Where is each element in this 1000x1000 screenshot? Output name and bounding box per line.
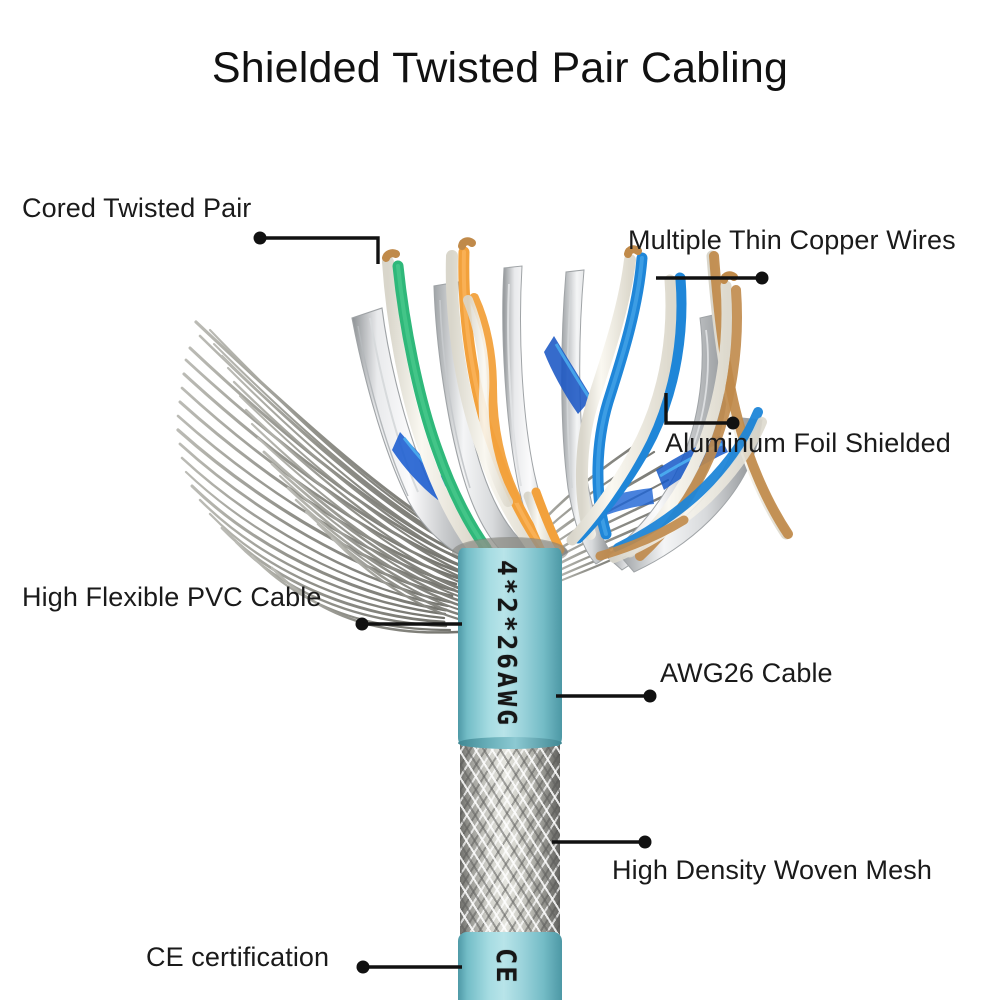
jacket-ce-print: CE (490, 948, 521, 985)
callout-label-multiple-thin-copper-wires: Multiple Thin Copper Wires (628, 225, 956, 255)
callout-label-awg26-cable: AWG26 Cable (660, 658, 833, 688)
callout-label-high-density-woven-mesh: High Density Woven Mesh (612, 855, 932, 885)
pvc-jacket-bottom (458, 932, 562, 1000)
callout-label-cored-twisted-pair: Cored Twisted Pair (22, 193, 252, 223)
twisted-pair-wires (382, 237, 793, 563)
woven-mesh-shaft (460, 742, 560, 938)
jacket-spec-print: 4*2*26AWG (491, 560, 521, 728)
pvc-jacket-upper (458, 548, 562, 749)
page-title: Shielded Twisted Pair Cabling (211, 44, 789, 92)
callout-label-ce-certification: CE certification (146, 942, 330, 972)
callout-label-high-flexible-pvc-cable: High Flexible PVC Cable (22, 582, 322, 612)
aluminum-foil-shields (351, 265, 763, 573)
callout-label-aluminum-foil-shielded: Aluminum Foil Shielded (665, 428, 951, 458)
